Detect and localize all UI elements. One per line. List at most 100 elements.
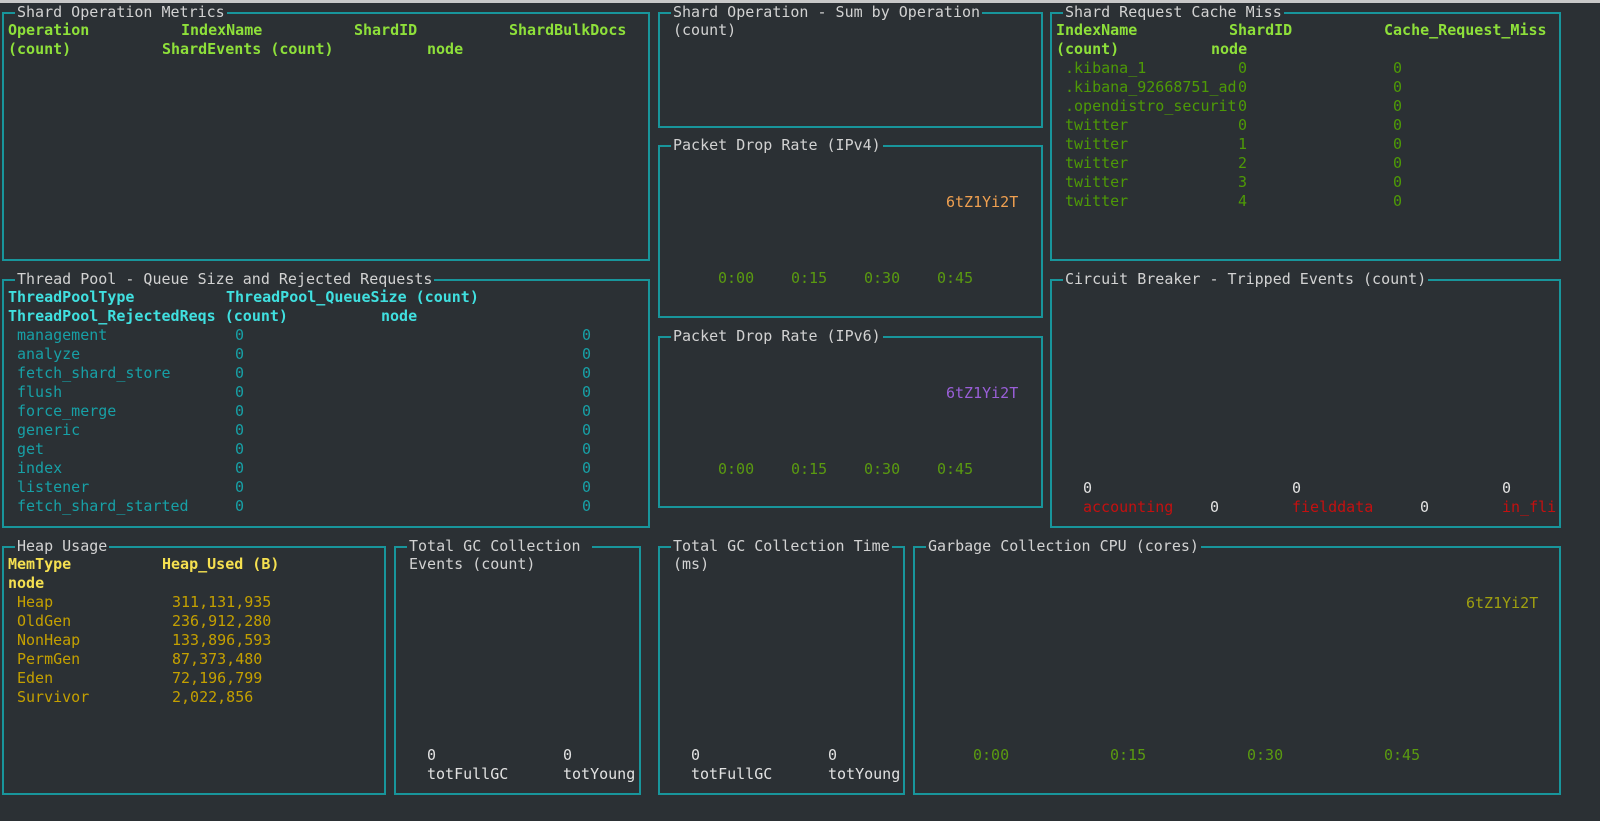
queue-size-cell: 0: [235, 326, 245, 344]
column-header: Cache_Request_Miss: [1384, 21, 1547, 39]
queue-size-cell: 0: [235, 402, 245, 420]
x-axis-tick: 0:30: [1247, 746, 1284, 764]
rejected-reqs-cell: 0: [582, 402, 592, 420]
shard-id-cell: 0: [1237, 78, 1247, 96]
heap-used-cell: 236,912,280: [172, 612, 272, 630]
queue-size-cell: 0: [235, 497, 245, 515]
bar-label: totFullGC: [691, 765, 773, 783]
cache-miss-cell: 0: [1393, 192, 1403, 210]
panel-title: Packet Drop Rate (IPv6): [671, 327, 883, 346]
shard-id-cell: 1: [1237, 135, 1247, 153]
thread-pool-type-cell: index: [17, 459, 63, 477]
cache-miss-cell: 0: [1393, 78, 1403, 96]
thread-pool-type-cell: fetch_shard_store: [17, 364, 171, 382]
shard-id-cell: 0: [1237, 59, 1247, 77]
heap-used-cell: 87,373,480: [172, 650, 263, 668]
heap-usage-panel: Heap Usage: [2, 537, 386, 795]
breaker-count: 0: [1502, 479, 1512, 497]
mem-type-cell: NonHeap: [17, 631, 81, 649]
panel-title: Shard Operation Metrics: [15, 3, 227, 22]
rejected-reqs-cell: 0: [582, 326, 592, 344]
queue-size-cell: 0: [235, 440, 245, 458]
shard-id-cell: 3: [1237, 173, 1247, 191]
thread-pool-type-cell: generic: [17, 421, 81, 439]
rejected-reqs-cell: 0: [582, 345, 592, 363]
rejected-reqs-cell: 0: [582, 364, 592, 382]
breaker-label: fielddata: [1292, 498, 1374, 516]
gc-cpu-panel: Garbage Collection CPU (cores): [913, 537, 1561, 795]
column-header: ThreadPool_QueueSize (count): [226, 288, 479, 306]
panel-subtitle: (count): [673, 21, 737, 39]
index-name-cell: .kibana_92668751_ad: [1065, 78, 1237, 96]
panel-subtitle: Events (count): [409, 555, 536, 573]
column-header: (count): [8, 40, 72, 58]
column-header: node: [8, 574, 45, 592]
panel-title: Garbage Collection CPU (cores): [926, 537, 1201, 556]
x-axis-tick: 0:45: [937, 269, 974, 287]
column-header: ShardID: [1229, 21, 1293, 39]
x-axis-tick: 0:45: [937, 460, 974, 478]
cache-miss-cell: 0: [1393, 154, 1403, 172]
queue-size-cell: 0: [235, 383, 245, 401]
mem-type-cell: PermGen: [17, 650, 81, 668]
x-axis-tick: 0:30: [864, 269, 901, 287]
panel-subtitle: (ms): [673, 555, 710, 573]
breaker-value: 0: [1210, 498, 1220, 516]
legend-series-label: 6tZ1Yi2T: [946, 384, 1019, 402]
shard-id-cell: 4: [1237, 192, 1247, 210]
legend-series-label: 6tZ1Yi2T: [946, 193, 1019, 211]
x-axis-tick: 0:30: [864, 460, 901, 478]
index-name-cell: twitter: [1065, 154, 1129, 172]
panel-title: Thread Pool - Queue Size and Rejected Re…: [15, 270, 435, 289]
x-axis-tick: 0:45: [1384, 746, 1421, 764]
thread-pool-type-cell: analyze: [17, 345, 81, 363]
thread-pool-type-cell: flush: [17, 383, 63, 401]
panel-title: Packet Drop Rate (IPv4): [671, 136, 883, 155]
mem-type-cell: Heap: [17, 593, 54, 611]
cache-miss-cell: 0: [1393, 173, 1403, 191]
heap-used-cell: 133,896,593: [172, 631, 272, 649]
heap-used-cell: 72,196,799: [172, 669, 263, 687]
rejected-reqs-cell: 0: [582, 383, 592, 401]
panel-title: Shard Request Cache Miss: [1063, 3, 1284, 22]
index-name-cell: .opendistro_securit: [1065, 97, 1237, 115]
rejected-reqs-cell: 0: [582, 478, 592, 496]
thread-pool-type-cell: get: [17, 440, 45, 458]
index-name-cell: .kibana_1: [1065, 59, 1147, 77]
column-header: ThreadPoolType: [8, 288, 135, 306]
mem-type-cell: OldGen: [17, 612, 72, 630]
window-top-bar: [0, 0, 1600, 3]
panel-title: Total GC Collection: [407, 537, 592, 556]
x-axis-tick: 0:15: [791, 460, 828, 478]
column-header: Operation: [8, 21, 90, 39]
shard-id-cell: 0: [1237, 97, 1247, 115]
column-header: ShardID: [354, 21, 418, 39]
bar-value: 0: [563, 746, 573, 764]
column-header: node: [381, 307, 418, 325]
column-header: IndexName: [1056, 21, 1138, 39]
cache-miss-panel: Shard Request Cache Miss: [1050, 3, 1561, 261]
cache-miss-cell: 0: [1393, 59, 1403, 77]
column-header: MemType: [8, 555, 72, 573]
rejected-reqs-cell: 0: [582, 421, 592, 439]
shard-id-cell: 0: [1237, 116, 1247, 134]
mem-type-cell: Eden: [17, 669, 54, 687]
circuit-breaker-panel: Circuit Breaker - Tripped Events (count): [1050, 270, 1561, 528]
x-axis-tick: 0:00: [718, 269, 755, 287]
gc-events-panel: Total GC Collection: [394, 537, 641, 795]
heap-used-cell: 311,131,935: [172, 593, 272, 611]
index-name-cell: twitter: [1065, 116, 1129, 134]
shard-op-sum-panel: Shard Operation - Sum by Operation: [658, 3, 1043, 128]
cache-miss-cell: 0: [1393, 116, 1403, 134]
thread-pool-panel: Thread Pool - Queue Size and Rejected Re…: [2, 270, 650, 528]
breaker-value: 0: [1420, 498, 1430, 516]
index-name-cell: twitter: [1065, 192, 1129, 210]
x-axis-tick: 0:15: [1110, 746, 1147, 764]
queue-size-cell: 0: [235, 478, 245, 496]
queue-size-cell: 0: [235, 421, 245, 439]
shard-id-cell: 2: [1237, 154, 1247, 172]
bar-value: 0: [828, 746, 838, 764]
heap-used-cell: 2,022,856: [172, 688, 254, 706]
index-name-cell: twitter: [1065, 173, 1129, 191]
thread-pool-type-cell: fetch_shard_started: [17, 497, 189, 515]
